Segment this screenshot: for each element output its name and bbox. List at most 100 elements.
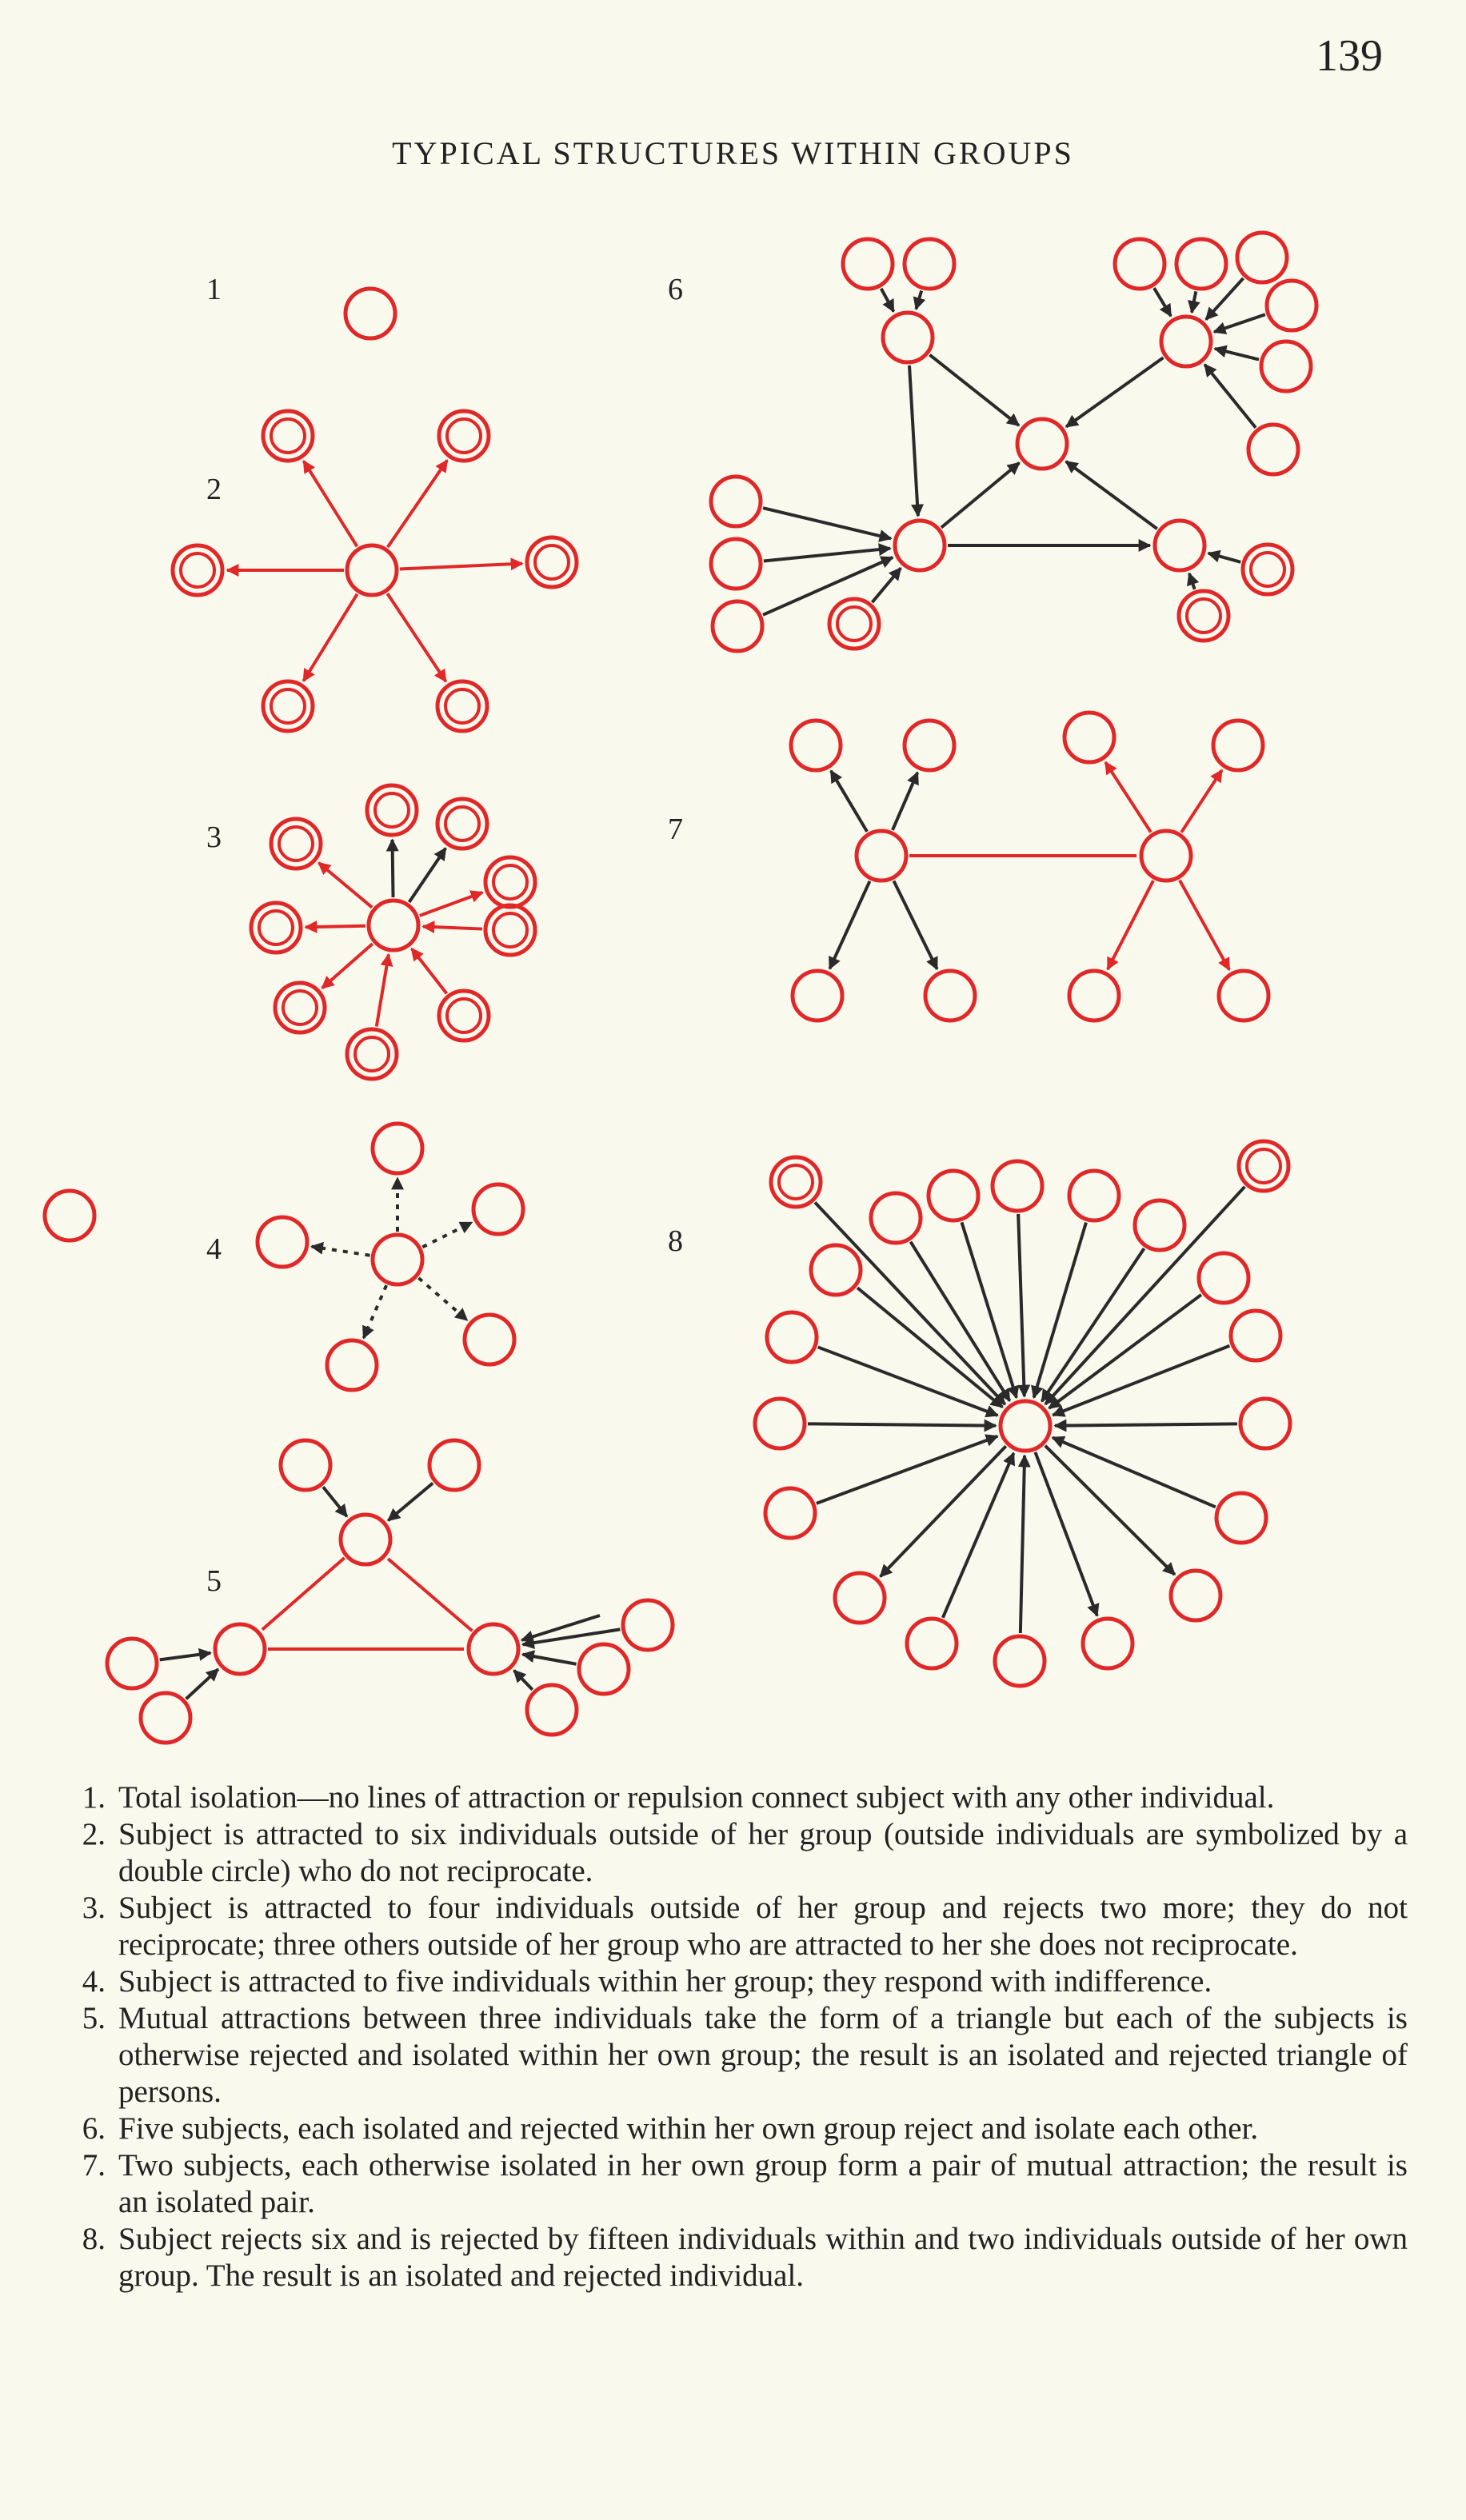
rejection-line bbox=[1044, 1185, 1246, 1406]
rejection-line bbox=[1051, 1436, 1216, 1509]
outside-individual-node bbox=[1176, 589, 1231, 643]
rejection-line bbox=[1017, 1213, 1031, 1398]
subject-node bbox=[366, 898, 421, 952]
figure-number-1: 1 bbox=[206, 273, 222, 306]
caption-text: Five subjects, each isolated and rejecte… bbox=[118, 2111, 1259, 2146]
individual-node bbox=[1168, 1568, 1223, 1623]
attraction-line bbox=[261, 1556, 346, 1631]
individual-node bbox=[1214, 1491, 1268, 1545]
rejection-line bbox=[856, 1286, 1004, 1409]
individual-node bbox=[1112, 237, 1167, 291]
attraction-line bbox=[1104, 761, 1152, 833]
individual-node bbox=[1174, 237, 1228, 291]
rejection-line bbox=[1204, 277, 1245, 321]
subject-node bbox=[881, 310, 935, 365]
individual-node bbox=[138, 1691, 193, 1745]
individual-node bbox=[926, 1168, 981, 1223]
rejection-line bbox=[828, 881, 872, 970]
outside-individual-node bbox=[769, 1155, 823, 1209]
individual-node bbox=[923, 968, 977, 1023]
individual-node bbox=[278, 1438, 333, 1492]
individual-node bbox=[833, 1571, 887, 1625]
triangle-member-node bbox=[338, 1512, 393, 1567]
rejection-line bbox=[940, 461, 1021, 529]
rejection-line bbox=[879, 287, 896, 313]
attraction-line bbox=[386, 1557, 473, 1632]
rejection-line bbox=[1187, 572, 1200, 590]
attraction-line bbox=[399, 557, 524, 571]
subject-node bbox=[1152, 518, 1207, 573]
outside-individual-node bbox=[1240, 542, 1295, 597]
outside-individual-node bbox=[435, 797, 489, 851]
caption-list: 1.Total isolation—no lines of attraction… bbox=[56, 1779, 1408, 2294]
attraction-line bbox=[1106, 880, 1155, 971]
caption-text: Subject is attracted to four individuals… bbox=[118, 1891, 1408, 1962]
individual-node bbox=[1246, 422, 1300, 477]
rejection-line bbox=[817, 1345, 999, 1418]
individual-node bbox=[325, 1338, 379, 1392]
individual-node bbox=[869, 1191, 923, 1245]
attraction-line bbox=[302, 460, 359, 548]
rejection-line bbox=[1040, 1247, 1146, 1403]
rejection-line bbox=[807, 1419, 997, 1432]
individual-node bbox=[471, 1182, 525, 1236]
caption-number: 3. bbox=[82, 1891, 106, 1925]
rejection-line bbox=[1213, 345, 1260, 361]
individual-node bbox=[753, 1396, 807, 1451]
individual-node bbox=[1238, 1396, 1292, 1451]
outside-individual-node bbox=[345, 1027, 399, 1081]
individual-node bbox=[1062, 710, 1116, 765]
caption-text: Total isolation—no lines of attraction o… bbox=[118, 1780, 1275, 1815]
rejection-line bbox=[892, 880, 939, 971]
individual-node bbox=[621, 1598, 675, 1652]
individual-node bbox=[1228, 1308, 1283, 1363]
attraction-line bbox=[385, 593, 448, 683]
rejection-line bbox=[879, 1444, 1008, 1578]
rejection-line bbox=[1053, 1419, 1238, 1432]
figure-number-3: 3 bbox=[206, 821, 222, 854]
rejection-line bbox=[1207, 549, 1241, 564]
rejection-line bbox=[762, 506, 893, 542]
rejection-line bbox=[387, 1481, 434, 1522]
page-number: 139 bbox=[1316, 31, 1383, 81]
attraction-line bbox=[386, 459, 449, 549]
outside-individual-node bbox=[273, 980, 327, 1035]
caption-text: Mutual attractions between three individ… bbox=[118, 2001, 1408, 2109]
rejection-line bbox=[941, 1452, 1016, 1619]
isolate-node bbox=[343, 286, 397, 341]
rejection-line bbox=[159, 1647, 212, 1662]
caption-text: Subject is attracted to six individuals … bbox=[118, 1817, 1408, 1888]
caption-item: 4.Subject is attracted to five individua… bbox=[56, 1963, 1408, 2000]
rejection-line bbox=[407, 847, 447, 904]
outside-individual-node bbox=[827, 597, 881, 651]
rejection-line bbox=[763, 543, 892, 563]
individual-node bbox=[1264, 278, 1319, 333]
subject-node bbox=[854, 829, 909, 883]
subject-node bbox=[1139, 829, 1193, 883]
attraction-line bbox=[410, 947, 449, 995]
individual-node bbox=[577, 1642, 631, 1696]
individual-node bbox=[790, 968, 845, 1023]
subject-node bbox=[998, 1399, 1053, 1453]
attraction-line bbox=[321, 942, 374, 990]
rejection-line bbox=[1051, 1344, 1231, 1417]
outside-individual-node bbox=[483, 855, 537, 909]
attraction-line bbox=[302, 593, 359, 682]
individual-node bbox=[905, 1616, 959, 1671]
rejection-line bbox=[908, 365, 925, 517]
caption-item: 3. Subject is attracted to four individua… bbox=[56, 1890, 1408, 1963]
figure-number-5: 5 bbox=[206, 1564, 222, 1598]
rejection-line bbox=[322, 1485, 349, 1518]
individual-node bbox=[765, 1310, 819, 1364]
subject-node bbox=[893, 518, 947, 573]
rejection-line bbox=[362, 1284, 388, 1340]
outside-individual-node bbox=[249, 901, 303, 955]
rejection-line bbox=[816, 1434, 999, 1505]
rejection-line bbox=[829, 769, 869, 833]
rejection-line bbox=[1203, 363, 1257, 429]
rejection-line bbox=[521, 1650, 577, 1666]
caption-number: 2. bbox=[82, 1817, 106, 1851]
rejection-line bbox=[1033, 1452, 1100, 1617]
rejection-line bbox=[513, 1669, 534, 1691]
rejection-line bbox=[1031, 1221, 1088, 1400]
